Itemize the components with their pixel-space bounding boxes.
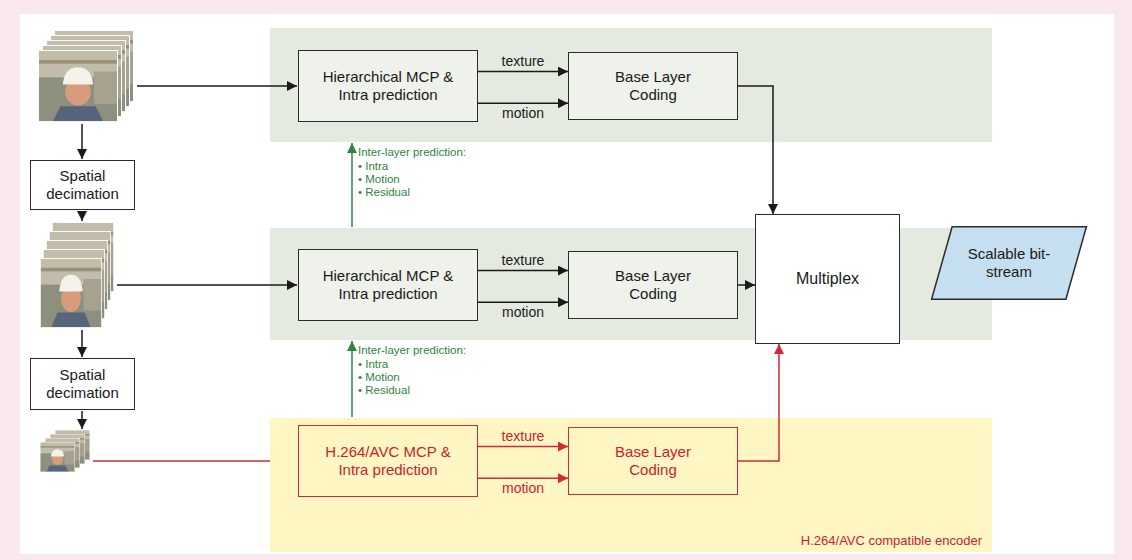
- box-label: Spatial decimation: [37, 167, 129, 203]
- process-box: H.264/AVC MCP & Intra prediction: [298, 425, 478, 497]
- annotation-text: • Motion: [358, 173, 400, 186]
- box-label: Hierarchical MCP & Intra prediction: [314, 68, 462, 104]
- edge-label: texture: [502, 53, 545, 69]
- process-box: Base Layer Coding: [568, 427, 738, 495]
- connector-arrow: [478, 302, 568, 304]
- annotation-text: • Intra: [358, 160, 388, 173]
- process-box: Hierarchical MCP & Intra prediction: [298, 249, 478, 321]
- input-arrow: [93, 460, 297, 462]
- annotation-text: • Motion: [358, 371, 400, 384]
- connector-arrow: [478, 103, 568, 105]
- box-label: H.264/AVC MCP & Intra prediction: [314, 443, 462, 479]
- process-box: Base Layer Coding: [568, 251, 738, 319]
- video-frames: [40, 222, 114, 328]
- white-panel: [20, 14, 1114, 554]
- edge-label: motion: [502, 105, 544, 121]
- video-frames: [38, 30, 134, 122]
- multiplexer-box: Multiplex: [755, 214, 900, 344]
- box-label: Base Layer Coding: [603, 267, 703, 303]
- edge-label: texture: [502, 252, 545, 268]
- connector-arrow: [478, 71, 568, 73]
- annotation-text: • Residual: [358, 186, 410, 199]
- output-parallelogram: Scalable bit-stream: [930, 226, 1088, 300]
- edge-label: texture: [502, 428, 545, 444]
- annotation-text: • Residual: [358, 384, 410, 397]
- box-label: Multiplex: [796, 270, 859, 288]
- edge-label: motion: [502, 480, 544, 496]
- band-label: H.264/AVC compatible encoder: [801, 533, 982, 549]
- annotation-text: Inter-layer prediction:: [358, 146, 466, 159]
- box-label: Scalable bit-stream: [959, 245, 1059, 281]
- box-label: Base Layer Coding: [603, 443, 703, 479]
- annotation-text: • Intra: [358, 358, 388, 371]
- box-label: Hierarchical MCP & Intra prediction: [314, 267, 462, 303]
- decimation-box: Spatial decimation: [30, 160, 135, 210]
- box-label: Spatial decimation: [37, 366, 129, 402]
- connector-arrow: [738, 86, 773, 214]
- video-frames: [40, 430, 90, 472]
- process-box: Base Layer Coding: [568, 52, 738, 120]
- encoder-band: H.264/AVC compatible encoder H.264/AVC MC…: [270, 418, 992, 552]
- layer-band: [270, 28, 992, 142]
- connector-arrow: [738, 284, 755, 286]
- box-label: Base Layer Coding: [603, 68, 703, 104]
- connector-arrow: [478, 270, 568, 272]
- annotation-text: Inter-layer prediction:: [358, 344, 466, 357]
- process-box: Hierarchical MCP & Intra prediction: [298, 50, 478, 122]
- edge-label: motion: [502, 304, 544, 320]
- decimation-box: Spatial decimation: [30, 358, 135, 410]
